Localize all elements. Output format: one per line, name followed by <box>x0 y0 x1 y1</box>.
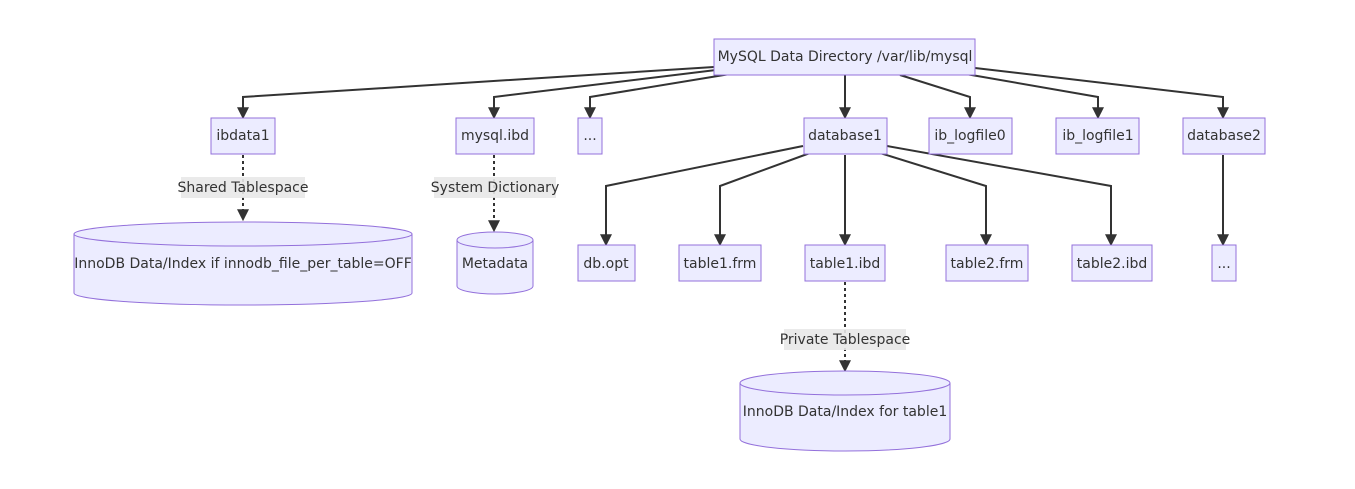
edge-label-shared: Shared Tablespace <box>177 177 309 198</box>
edges-root <box>237 66 1229 120</box>
edge-root-ellipsis <box>584 73 731 120</box>
node-table2-frm: table2.frm <box>945 244 1029 282</box>
edge-label-dictionary-text: System Dictionary <box>431 180 559 196</box>
node-ellipsis-db2-label: ... <box>1217 256 1230 272</box>
edge-db1-db-opt <box>600 145 804 247</box>
edge-root-ib-logfile1 <box>959 72 1104 120</box>
node-db-opt: db.opt <box>577 244 636 282</box>
node-ib-logfile1-label: ib_logfile1 <box>1062 128 1133 144</box>
cylinder-innodb-table1: InnoDB Data/Index for table1 <box>739 370 951 452</box>
edge-root-ib-logfile0 <box>899 74 976 120</box>
node-mysql-ibd: mysql.ibd <box>455 117 535 155</box>
edge-root-mysql-ibd <box>488 69 717 120</box>
node-ellipsis-top-label: ... <box>583 128 596 144</box>
node-ibdata1: ibdata1 <box>210 117 276 155</box>
cylinder-innodb-shared-label: InnoDB Data/Index if innodb_file_per_tab… <box>74 256 412 272</box>
node-ib-logfile0: ib_logfile0 <box>928 117 1013 155</box>
node-table1-ibd-label: table1.ibd <box>810 256 880 272</box>
node-table2-ibd: table2.ibd <box>1071 244 1153 282</box>
node-ib-logfile1: ib_logfile1 <box>1055 117 1140 155</box>
node-ellipsis-db2: ... <box>1211 244 1237 282</box>
node-table1-frm: table1.frm <box>678 244 762 282</box>
cylinder-innodb-table1-label: InnoDB Data/Index for table1 <box>743 404 947 420</box>
node-table2-ibd-label: table2.ibd <box>1077 256 1147 272</box>
node-root-label: MySQL Data Directory /var/lib/mysql <box>718 49 973 65</box>
node-ellipsis-top: ... <box>577 117 603 155</box>
node-database1: database1 <box>803 117 888 155</box>
node-table2-frm-label: table2.frm <box>951 256 1024 272</box>
edge-label-private: Private Tablespace <box>780 329 911 350</box>
edge-root-database2 <box>974 67 1229 120</box>
node-ib-logfile0-label: ib_logfile0 <box>934 128 1005 144</box>
cylinder-innodb-shared: InnoDB Data/Index if innodb_file_per_tab… <box>73 221 413 306</box>
node-table1-frm-label: table1.frm <box>684 256 757 272</box>
edge-root-ibdata1 <box>237 66 715 120</box>
node-root: MySQL Data Directory /var/lib/mysql <box>713 38 976 76</box>
node-database2-label: database2 <box>1187 128 1261 144</box>
edge-label-private-text: Private Tablespace <box>780 332 911 348</box>
node-database2: database2 <box>1182 117 1266 155</box>
node-database1-label: database1 <box>808 128 882 144</box>
edges-database1 <box>600 145 1117 247</box>
node-table1-ibd: table1.ibd <box>804 244 886 282</box>
node-db-opt-label: db.opt <box>583 256 629 272</box>
node-ibdata1-label: ibdata1 <box>216 128 269 144</box>
edge-db1-table1-frm <box>714 152 811 247</box>
edge-label-dictionary: System Dictionary <box>431 177 559 198</box>
cylinder-metadata-label: Metadata <box>462 256 528 272</box>
edge-db1-table2-ibd <box>886 145 1117 247</box>
node-mysql-ibd-label: mysql.ibd <box>461 128 529 144</box>
edge-label-shared-text: Shared Tablespace <box>177 180 308 196</box>
cylinder-metadata: Metadata <box>456 231 534 295</box>
edge-db1-table2-frm <box>879 152 992 247</box>
